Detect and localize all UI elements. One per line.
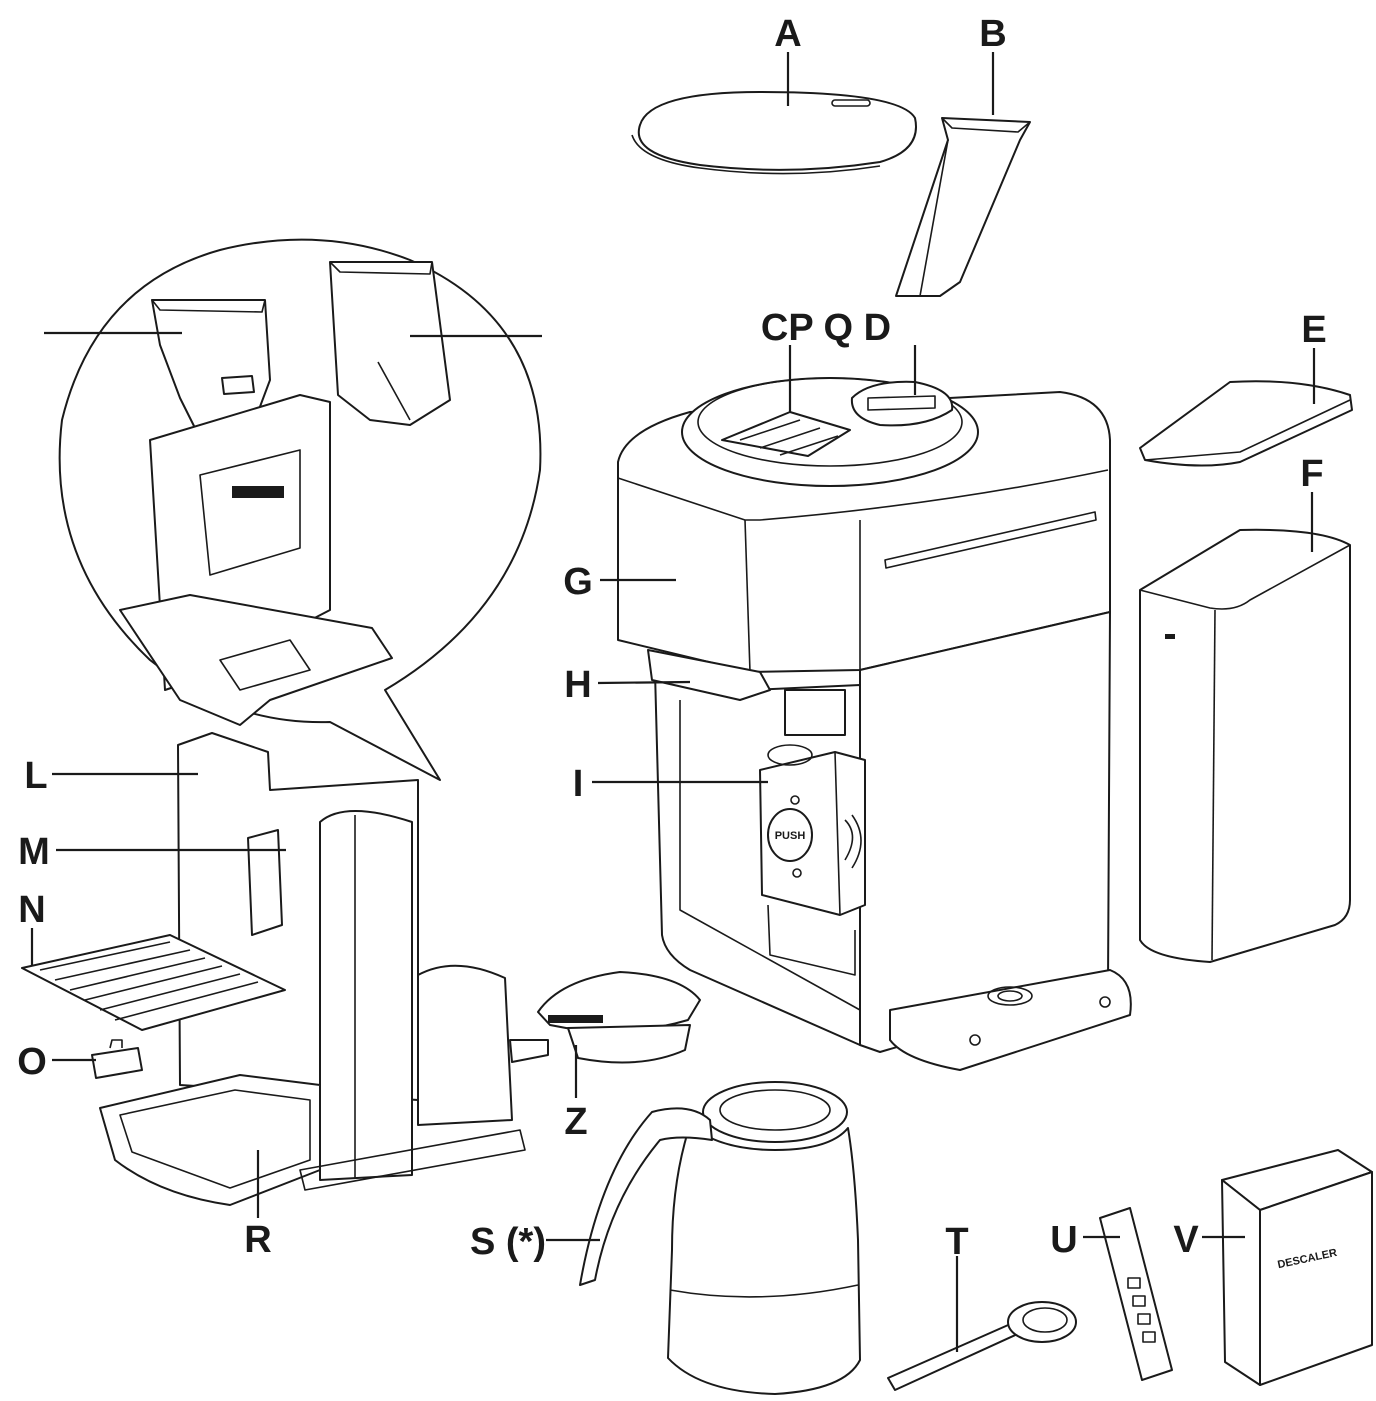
- label-v: V: [1173, 1219, 1199, 1261]
- drip-tray-assembly: [21, 732, 549, 1206]
- label-z: Z: [564, 1101, 587, 1143]
- label-n: N: [18, 889, 45, 931]
- label-h: H: [564, 664, 591, 706]
- part-e-tank-lid: [1139, 380, 1353, 467]
- part-a-lid: [631, 91, 917, 175]
- leader-lines: [30, 52, 1316, 1352]
- label-s: S (*): [470, 1221, 546, 1263]
- label-g: G: [563, 561, 593, 603]
- part-s-carafe: [579, 1081, 861, 1395]
- main-machine-body: PUSH: [617, 377, 1132, 1071]
- label-o: O: [17, 1041, 47, 1083]
- label-a: A: [774, 13, 801, 55]
- label-m: M: [18, 831, 50, 873]
- label-f: F: [1300, 453, 1323, 495]
- part-f-water-tank: [1139, 528, 1351, 963]
- label-b: B: [979, 13, 1006, 55]
- label-u: U: [1050, 1219, 1077, 1261]
- part-t-spoon: [887, 1301, 1077, 1391]
- part-b-funnel: [895, 117, 1031, 297]
- label-e: E: [1301, 309, 1326, 351]
- detail-zoom-bubble: [58, 238, 542, 781]
- label-t: T: [945, 1221, 968, 1263]
- part-u-test-strip: [1099, 1207, 1173, 1381]
- label-r: R: [244, 1219, 271, 1261]
- label-cp-q-d: CP Q D: [761, 307, 891, 349]
- label-i: I: [573, 763, 584, 805]
- part-z-filter: [537, 971, 701, 1064]
- brew-unit-push-text: PUSH: [775, 830, 806, 842]
- label-l: L: [24, 755, 47, 797]
- part-labels: A B CP Q D E F G H I L M N O R Z S (*) T…: [17, 13, 1326, 1263]
- part-v-descaler-box: DESCALER: [1221, 1149, 1373, 1386]
